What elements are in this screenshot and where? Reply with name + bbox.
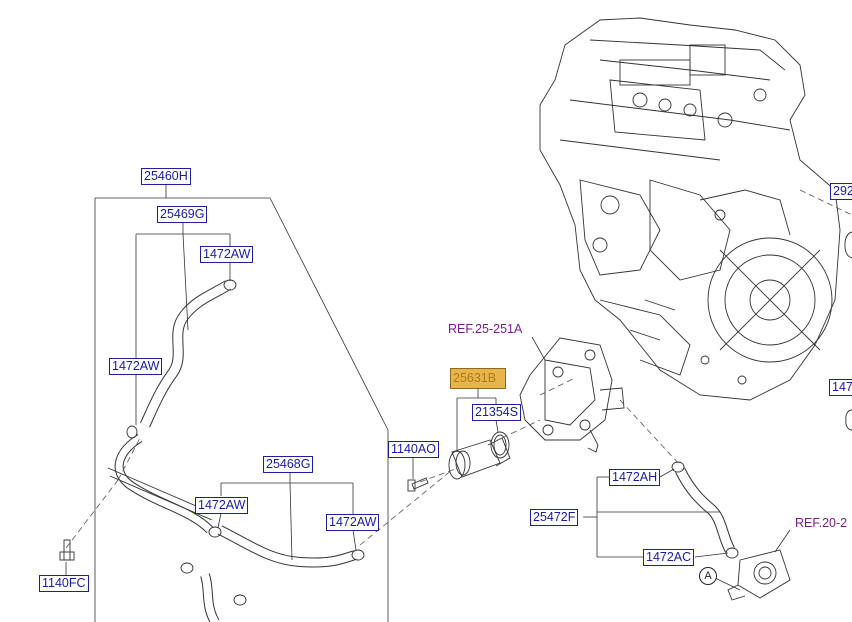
- part-label-1472AW-left[interactable]: 1472AW: [109, 358, 163, 375]
- part-label-147-cutoff[interactable]: 147: [829, 379, 852, 396]
- part-label-1472AW-mid[interactable]: 1472AW: [195, 497, 249, 514]
- ref-label-thermostat[interactable]: REF.25-251A: [448, 322, 523, 336]
- part-label-1472AC[interactable]: 1472AC: [643, 549, 695, 566]
- leader-lines: [65, 183, 791, 622]
- part-label-25469G[interactable]: 25469G: [157, 206, 208, 223]
- thermostat-housing: [519, 337, 625, 453]
- part-label-1140FC[interactable]: 1140FC: [39, 575, 89, 592]
- o-ring-seal: [490, 431, 510, 459]
- part-label-25460H[interactable]: 25460H: [141, 168, 191, 185]
- housing-connector: [448, 437, 511, 480]
- bolt-1140AO: [407, 477, 429, 492]
- part-label-highlighted[interactable]: 25631B: [450, 368, 506, 389]
- part-label-1472AW-top[interactable]: 1472AW: [200, 246, 254, 263]
- part-label-1472AH[interactable]: 1472AH: [609, 469, 661, 486]
- callout-a: A: [699, 567, 717, 585]
- part-label-21354S[interactable]: 21354S: [472, 404, 522, 421]
- oil-cooler: [727, 549, 791, 601]
- left-hose-assembly: [107, 279, 365, 622]
- part-label-292-cutoff[interactable]: 292: [830, 183, 852, 200]
- part-label-1140AO[interactable]: 1140AO: [388, 441, 439, 458]
- dash-centerlines: [65, 189, 852, 549]
- ref-label-oil-cooler[interactable]: REF.20-2: [795, 516, 848, 530]
- cut-off-circle: [844, 231, 852, 431]
- part-label-25472F[interactable]: 25472F: [530, 509, 579, 526]
- part-label-1472AW-right[interactable]: 1472AW: [326, 514, 380, 531]
- right-hose: [671, 461, 739, 559]
- bolt-1140FC: [59, 539, 75, 561]
- part-label-25468G[interactable]: 25468G: [263, 456, 314, 473]
- engine-block: [539, 17, 841, 401]
